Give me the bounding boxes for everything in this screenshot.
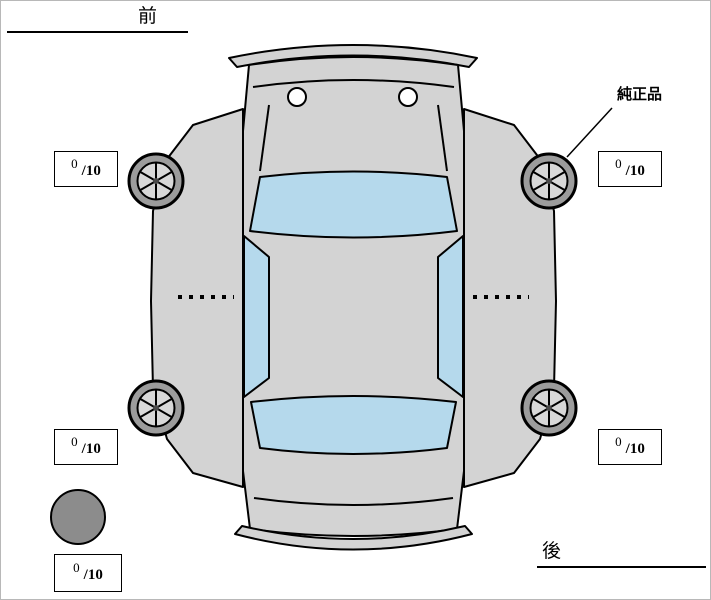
wheel-rear-left (127, 379, 185, 437)
bumper-hood-line (252, 79, 455, 88)
car-body (242, 56, 465, 537)
tread-denominator-rear-right: /10 (625, 440, 645, 457)
front-label: 前 (138, 6, 158, 27)
tread-value-front-right: 0 (615, 156, 622, 171)
tread-value-spare: 0 (73, 560, 80, 575)
tread-denominator-front-right: /10 (625, 162, 645, 179)
rear-bumper-line (253, 497, 454, 506)
tread-depth-box-front-left: 0 /10 (54, 151, 118, 187)
genuine-part-label: 純正品 (617, 86, 663, 103)
genuine-part-leader-line (566, 107, 613, 158)
front-bumper-strip (228, 44, 478, 68)
left-window-glass (243, 235, 270, 398)
wheel-front-right (520, 152, 578, 210)
tread-value-front-left: 0 (71, 156, 78, 171)
spare-tire (50, 489, 106, 545)
tread-depth-box-spare: 0 /10 (54, 554, 122, 592)
wheel-rear-right (520, 379, 578, 437)
tread-value-rear-right: 0 (615, 434, 622, 449)
hood-circle-left (287, 87, 307, 107)
hood-line-right (437, 104, 448, 172)
hood-circle-right (398, 87, 418, 107)
right-window-glass (437, 235, 464, 398)
tread-denominator-rear-left: /10 (81, 440, 101, 457)
rear-window-glass (250, 395, 457, 455)
tread-denominator-front-left: /10 (81, 162, 101, 179)
tread-depth-box-rear-left: 0 /10 (54, 429, 118, 465)
tread-depth-box-front-right: 0 /10 (598, 151, 662, 187)
rear-label: 後 (542, 541, 562, 562)
wheel-front-left (127, 152, 185, 210)
windshield-glass (249, 170, 458, 239)
tread-denominator-spare: /10 (83, 566, 103, 583)
tread-depth-box-rear-right: 0 /10 (598, 429, 662, 465)
rear-bumper-strip (234, 525, 473, 551)
hood-line-left (259, 104, 270, 172)
tread-value-rear-left: 0 (71, 434, 78, 449)
